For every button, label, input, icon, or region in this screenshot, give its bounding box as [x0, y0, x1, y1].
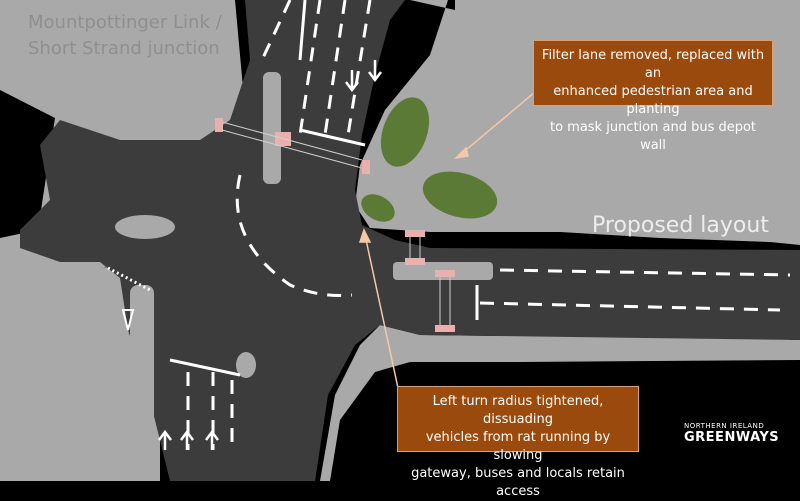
planting-bed-east — [422, 171, 498, 219]
median-south — [130, 285, 154, 453]
callout-left-turn-line-1: Left turn radius tightened, dissuading — [432, 394, 604, 427]
diagram-title-line-2: Short Strand junction — [28, 38, 220, 59]
lane-markings — [169, 0, 791, 450]
callout-left-turn: Left turn radius tightened, dissuading v… — [397, 386, 639, 499]
callout-filter-lane-line-1: Filter lane removed, replaced with an — [541, 48, 765, 81]
callout-arrows — [358, 91, 536, 389]
callout-left-turn-line-3: gateway, buses and locals retain access — [411, 466, 625, 499]
crossing-lines — [221, 121, 451, 325]
callout-filter-lane-line-3: to mask junction and bus depot wall — [549, 120, 757, 153]
median-north — [263, 72, 281, 184]
callout-left-turn-line-2: vehicles from rat running by slowing — [425, 430, 611, 463]
callout-filter-lane: Filter lane removed, replaced with an en… — [533, 40, 773, 153]
brand-logo: NORTHERN IRELAND GREENWAYS — [684, 422, 779, 445]
callout-filter-lane-line-2: enhanced pedestrian area and planting — [553, 84, 753, 117]
proposed-layout-label: Proposed layout — [592, 213, 769, 238]
lane-arrows — [158, 60, 382, 450]
planting-bed-north — [380, 97, 430, 167]
pedestrian-crossings — [215, 118, 455, 332]
brand-main-text: GREENWAYS — [684, 430, 780, 445]
give-way-triangle — [121, 309, 135, 331]
planting-bed-corner — [361, 194, 395, 222]
road-surface — [20, 0, 800, 481]
brand-top-text: NORTHERN IRELAND — [684, 422, 765, 430]
diagram-title-line-1: Mountpottinger Link / — [28, 12, 222, 33]
traffic-island-west — [115, 215, 175, 239]
traffic-island-south — [236, 352, 256, 378]
